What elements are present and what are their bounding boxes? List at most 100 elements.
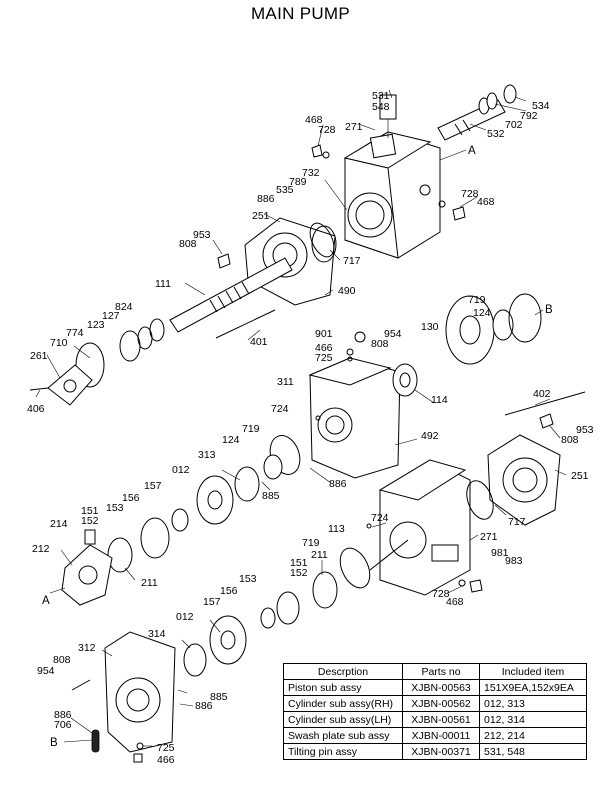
table-row: Cylinder sub assy(LH) XJBN-00561 012, 31… (283, 711, 587, 728)
label-130: 130 (421, 321, 439, 333)
label-808-mid: 808 (371, 338, 389, 350)
label-789: 789 (289, 176, 307, 188)
label-114: 114 (431, 394, 448, 406)
row-parts-no: XJBN-00371 (402, 743, 480, 760)
pin-401 (215, 309, 276, 339)
label-124-lower: 124 (222, 434, 240, 446)
header-included-item: Included item (479, 663, 587, 680)
label-792: 792 (520, 110, 538, 122)
label-a-lower: A (42, 595, 50, 607)
pump-cover-lower (487, 434, 561, 526)
table-row: Tilting pin assy XJBN-00371 531, 548 (283, 743, 587, 760)
label-981: 981 (491, 547, 509, 559)
label-719-mid: 719 (242, 423, 260, 435)
label-402: 402 (533, 388, 551, 400)
label-111: 111 (155, 278, 171, 290)
label-732: 732 (302, 167, 320, 179)
plug-532 (437, 84, 517, 141)
row-included-item: 012, 313 (479, 695, 587, 712)
label-728-right: 728 (461, 188, 479, 200)
label-901: 901 (315, 328, 333, 340)
label-532: 532 (487, 128, 505, 140)
label-808-upper: 808 (179, 238, 197, 250)
label-b-upper: B (545, 304, 553, 316)
label-468-right: 468 (477, 196, 495, 208)
label-490: 490 (338, 285, 356, 297)
header-parts-no: Parts no (402, 663, 480, 680)
spring-706 (91, 729, 100, 753)
table-row: Piston sub assy XJBN-00563 151X9EA,152x9… (283, 679, 587, 696)
label-012-upper: 012 (172, 464, 190, 476)
shoe-plate-211b (312, 571, 338, 609)
label-466-lower: 466 (157, 754, 175, 766)
label-312: 312 (78, 642, 96, 654)
label-535: 535 (276, 184, 294, 196)
label-953-right: 953 (576, 424, 594, 436)
label-406: 406 (27, 403, 45, 415)
label-717-lower: 717 (508, 516, 526, 528)
label-719-lower: 719 (302, 537, 320, 549)
label-212: 212 (32, 543, 50, 555)
cylinder-313 (196, 454, 283, 525)
pump-housing-upper (343, 131, 441, 259)
row-parts-no: XJBN-00562 (402, 695, 480, 712)
label-113: 113 (328, 523, 345, 535)
label-808-lower: 808 (53, 654, 71, 666)
valve-block-311 (269, 357, 401, 479)
label-725-lower: 725 (157, 742, 175, 754)
label-311: 311 (277, 376, 294, 388)
label-706: 706 (54, 719, 72, 731)
row-included-item: 151X9EA,152x9EA (479, 679, 587, 696)
row-description: Piston sub assy (283, 679, 403, 696)
label-774: 774 (66, 327, 84, 339)
label-808-right: 808 (561, 434, 579, 446)
row-included-item: 212, 214 (479, 727, 587, 744)
label-012-lower: 012 (176, 611, 194, 623)
label-151-lower: 151 (290, 557, 308, 569)
label-401: 401 (250, 336, 268, 348)
table-row: Cylinder sub assy(RH) XJBN-00562 012, 31… (283, 695, 587, 712)
label-b-lower: B (50, 737, 58, 749)
label-124-upper: 124 (473, 307, 491, 319)
retainer-153 (140, 517, 170, 559)
label-885-lower: 885 (210, 691, 228, 703)
header-description: Descrption (283, 663, 403, 680)
row-description: Swash plate sub assy (283, 727, 403, 744)
label-214: 214 (50, 518, 68, 530)
row-parts-no: XJBN-00561 (402, 711, 480, 728)
table-row: Swash plate sub assy XJBN-00011 212, 214 (283, 727, 587, 744)
label-271-upper: 271 (345, 121, 363, 133)
label-313: 313 (198, 449, 216, 461)
label-725-upper: 725 (315, 352, 333, 364)
label-534: 534 (532, 100, 550, 112)
label-261: 261 (30, 350, 48, 362)
part-labels: 531 548 271 534 792 702 532 468 728 A 73… (27, 90, 594, 766)
label-728-upper: 728 (318, 124, 336, 136)
label-251-lower: 251 (571, 470, 589, 482)
label-468-upper: 468 (305, 114, 323, 126)
label-251-upper: 251 (252, 210, 270, 222)
bearing-123 (119, 330, 141, 362)
row-description: Cylinder sub assy(LH) (283, 711, 403, 728)
shoe-plate-211a (107, 537, 133, 573)
label-157-lower: 157 (203, 596, 221, 608)
label-724-lower: 724 (371, 512, 389, 524)
label-548: 548 (372, 101, 390, 113)
label-156-lower: 156 (220, 585, 238, 597)
row-description: Tilting pin assy (283, 743, 403, 760)
oring-710 (75, 342, 105, 388)
label-885-upper: 885 (262, 490, 280, 502)
label-153-lower: 153 (239, 573, 257, 585)
label-151-upper: 151 (81, 505, 99, 517)
pump-cover-upper (244, 217, 337, 306)
label-886-lower-right: 886 (195, 700, 213, 712)
label-710: 710 (50, 337, 68, 349)
label-152-upper: 152 (81, 515, 99, 527)
cylinder-314 (209, 615, 247, 665)
label-211-upper: 211 (141, 577, 158, 589)
seal-cover-261 (29, 364, 93, 406)
tilting-pin (379, 94, 397, 138)
label-886-lower-left: 886 (54, 709, 72, 721)
parts-table: Descrption Parts no Included item Piston… (283, 663, 587, 760)
